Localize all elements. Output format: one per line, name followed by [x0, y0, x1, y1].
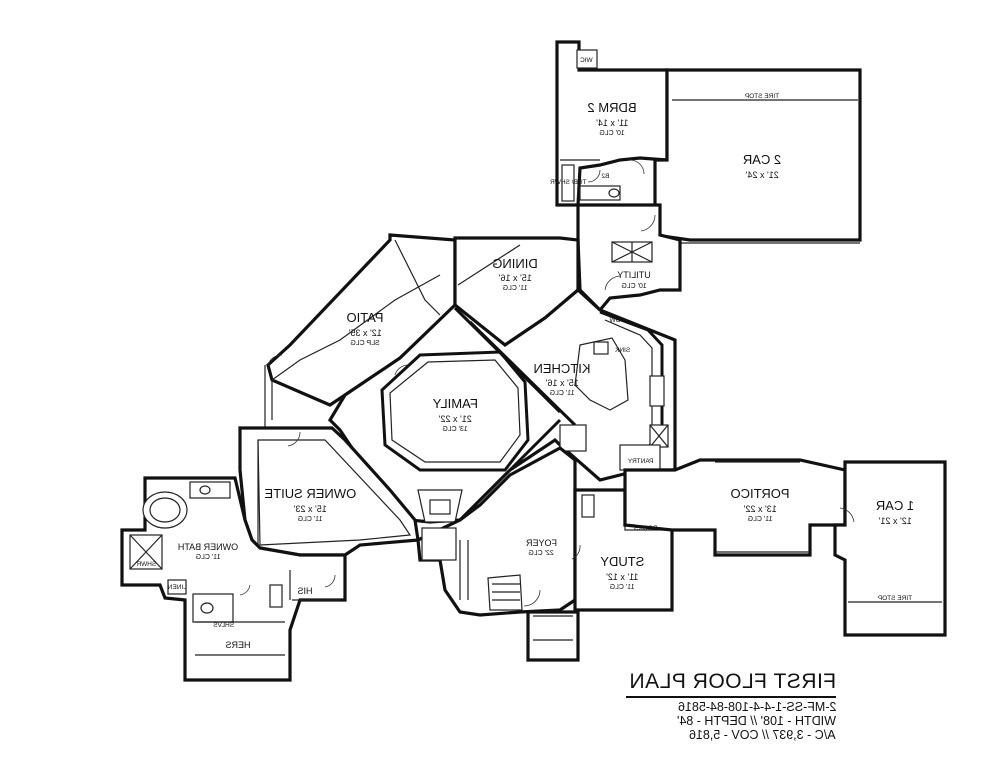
tire-stop-bottom-label: TIRE STOP — [878, 595, 912, 602]
patio-ceiling: SLP CLG — [350, 340, 379, 347]
portico-name: PORTICO — [731, 486, 790, 501]
dining-ceiling: 11' CLG — [503, 285, 528, 292]
utility-room — [576, 203, 682, 313]
car1-name: 1 CAR — [876, 498, 914, 513]
room-labels: BDRM 2 11' x 14' 10' CLG 2 CAR 21' x 24'… — [136, 57, 914, 650]
door-swings — [239, 159, 855, 607]
owner-bath-ceiling: 11' CLG — [196, 554, 221, 561]
his-name: HIS — [297, 586, 312, 596]
portico-ceiling: 11' CLG — [748, 516, 773, 523]
owner-bath-name: OWNER BATH — [178, 542, 238, 552]
patio-dim: 12' x 35' — [349, 328, 382, 338]
owner-bath-and-closets — [120, 476, 347, 682]
dw-label: DW — [609, 317, 621, 324]
foyer-name: FOYER — [525, 538, 557, 548]
pantry-label: PANTRY — [627, 458, 653, 465]
bdrm2-dim: 11' x 14' — [596, 118, 629, 128]
portico-dim: 13' x 22' — [744, 504, 777, 514]
title-block: FIRST FLOOR PLAN 2-MF-SS-1-4-4-108-84-58… — [600, 668, 840, 748]
car2-dim: 21' x 24' — [746, 170, 779, 180]
study-dim: 11' x 12' — [606, 572, 639, 582]
kitchen-name: KITCHEN — [533, 361, 590, 376]
shlvs-label: SHLVS — [213, 622, 234, 629]
wic-label: WIC — [580, 57, 593, 64]
foyer-ceiling: 22' CLG — [528, 550, 553, 557]
utility-name: UTILITY — [617, 270, 651, 280]
shwr-label: SHWR — [136, 561, 156, 568]
patio-name: PATIO — [346, 310, 383, 325]
one-car-garage — [833, 460, 947, 637]
tire-stop-top-label: TIRE STOP — [745, 93, 779, 100]
study-name: STUDY — [600, 554, 644, 569]
family-dim: 21' x 22' — [439, 414, 472, 424]
books-label: BOOKS — [633, 525, 657, 532]
bdrm2-name: BDRM 2 — [587, 100, 636, 115]
plan-title-underline — [626, 696, 836, 698]
tub-shwr-label: TUB/ SHWR — [550, 179, 587, 186]
dining-name: DINING — [492, 256, 538, 271]
b2-label: B2 — [601, 173, 609, 180]
family-ceiling: 13' CLG — [442, 426, 467, 433]
linen-label: LINEN — [167, 584, 186, 591]
kitchen-dim: 15' x 16' — [546, 378, 579, 388]
hers-name: HERS — [225, 640, 250, 650]
car1-dim: 12' x 21' — [879, 516, 912, 526]
owner-suite-ceiling: 11' CLG — [298, 516, 323, 523]
dining-dim: 15' x 16' — [499, 273, 532, 283]
kitchen-ceiling: 11' CLG — [550, 390, 575, 397]
study-ceiling: 11' CLG — [610, 584, 635, 591]
owner-suite-dim: 15' x 23' — [294, 504, 327, 514]
plan-title: FIRST FLOOR PLAN — [628, 670, 836, 693]
family-name: FAMILY — [432, 396, 478, 411]
plan-area: A/C - 3,937 // COV - 5,816 — [689, 728, 836, 742]
foyer — [416, 446, 580, 662]
utility-ceiling: 10' CLG — [621, 283, 646, 290]
main-living-area — [327, 287, 677, 524]
owner-suite-name: OWNER SUITE — [264, 486, 356, 501]
car2-name: 2 CAR — [743, 152, 781, 167]
portico — [623, 458, 847, 557]
bedroom-2-wing — [555, 40, 669, 207]
plan-dimensions: WIDTH - 108' // DEPTH - 84' — [677, 714, 836, 728]
plan-code: 2-MF-SS-1-4-4-108-84-5816 — [677, 700, 836, 714]
bdrm2-ceiling: 10' CLG — [599, 130, 624, 137]
sink-label: SINK — [614, 347, 630, 354]
